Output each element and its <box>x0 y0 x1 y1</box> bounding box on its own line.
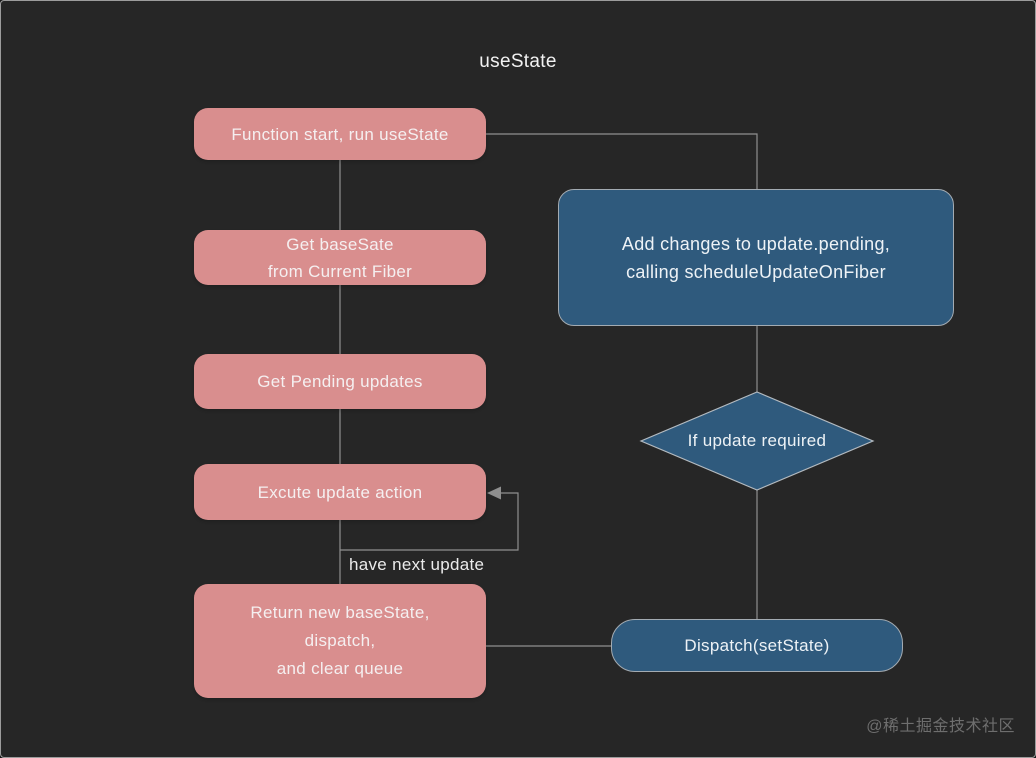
watermark-text: @稀土掘金技术社区 <box>866 718 1015 735</box>
loop-arrowhead-icon <box>487 486 501 500</box>
loop-edge-label: have next update <box>349 555 485 574</box>
node-function-start: Function start, run useState <box>194 108 486 160</box>
connector-funcstart-to-addchanges <box>486 133 758 189</box>
node-dispatch-setstate: Dispatch(setState) <box>611 619 903 672</box>
diagram-title: useState <box>479 51 557 72</box>
node-excute-update-action: Excute update action <box>194 464 486 520</box>
node-get-pending-updates: Get Pending updates <box>194 354 486 409</box>
node-add-changes: Add changes to update.pending, calling s… <box>558 189 954 326</box>
node-return-new-basestate: Return new baseState, dispatch, and clea… <box>194 584 486 698</box>
node-if-update-required-label: If update required <box>687 431 827 450</box>
node-get-basesate: Get baseSate from Current Fiber <box>194 230 486 285</box>
